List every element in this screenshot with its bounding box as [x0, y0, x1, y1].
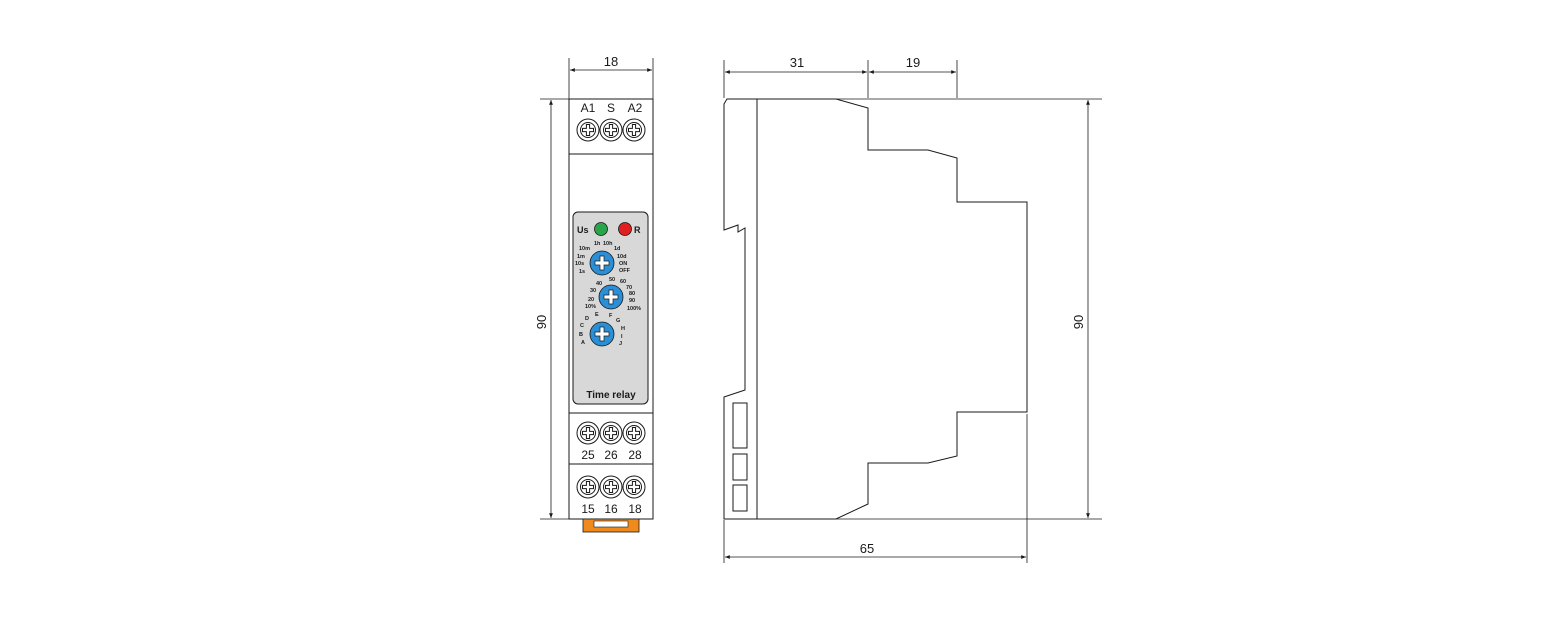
screw-icon [576, 118, 600, 142]
knob1-label: 1d [614, 246, 620, 252]
screw-icon [599, 475, 623, 499]
terminal-label: A2 [628, 101, 643, 115]
panel-title: Time relay [586, 390, 636, 401]
terminal-label: 18 [628, 502, 642, 516]
knob3-label: H [621, 326, 625, 332]
depth-dimension-label: 65 [860, 541, 874, 556]
screw-icon [622, 118, 646, 142]
knob1-label: 10m [579, 246, 590, 252]
screw-terminal-row-middle [576, 421, 646, 445]
knob2-label: 40 [596, 281, 602, 287]
knob2-label: 30 [590, 288, 596, 294]
knob3-label: F [609, 313, 613, 319]
terminal-label: S [607, 101, 615, 115]
knob1-label: 1s [579, 269, 585, 275]
led-us-label: Us [577, 225, 589, 235]
housing-outline [756, 98, 1028, 520]
knob3-label: C [580, 323, 584, 329]
terminal-label: 16 [604, 502, 618, 516]
din-clip-outline [723, 98, 757, 520]
knob3-label: D [585, 316, 589, 322]
terminal-label: 25 [581, 448, 595, 462]
height-dimension-label: 90 [534, 315, 549, 329]
knob1-label: OFF [619, 268, 631, 274]
terminal-label: 15 [581, 502, 595, 516]
dimension-label-31: 31 [790, 55, 804, 70]
tab-slot [593, 520, 629, 528]
knob1-label: 1m [577, 254, 585, 260]
knob3-label: J [619, 341, 622, 347]
knob2-label: 20 [588, 297, 594, 303]
knob2-label: 50 [609, 277, 615, 283]
side-view: 31 19 90 65 [723, 55, 1102, 563]
screw-icon [622, 421, 646, 445]
percentage-knob[interactable] [598, 284, 624, 310]
knob3-label: A [581, 340, 585, 346]
knob2-label: 10% [585, 304, 596, 310]
relay-led-icon [618, 222, 632, 236]
knob-cross-icon [603, 289, 619, 305]
screw-icon [576, 475, 600, 499]
knob-cross-icon [594, 326, 610, 342]
power-led-icon [594, 222, 608, 236]
terminal-label: 26 [604, 448, 618, 462]
knob2-label: 60 [620, 279, 626, 285]
screw-terminal-row-top [576, 118, 646, 142]
knob-cross-icon [594, 255, 610, 271]
knob1-label: ON [619, 261, 627, 267]
knob2-label: 80 [629, 291, 635, 297]
knob3-label: G [616, 318, 620, 324]
terminal-label: A1 [581, 101, 596, 115]
knob1-label: 10d [617, 254, 626, 260]
function-knob[interactable] [589, 321, 615, 347]
side-height-dimension-label: 90 [1071, 315, 1086, 329]
screw-icon [576, 421, 600, 445]
knob2-label: 90 [629, 298, 635, 304]
knob1-label: 1h [594, 241, 601, 247]
knob3-label: B [579, 332, 583, 338]
front-view: 18 90 A1 S A2 [534, 54, 654, 533]
time-range-knob[interactable] [589, 250, 615, 276]
screw-icon [622, 475, 646, 499]
width-dimension-label: 18 [604, 54, 618, 69]
screw-icon [599, 421, 623, 445]
clip-slot [732, 484, 748, 512]
dimension-label-19: 19 [906, 55, 920, 70]
knob1-label: 10s [575, 261, 584, 267]
knob3-label: E [595, 312, 599, 318]
knob2-label: 100% [627, 306, 641, 312]
screw-terminal-row-bottom [576, 475, 646, 499]
knob2-label: 70 [626, 285, 632, 291]
clip-slot [732, 402, 748, 449]
screw-icon [599, 118, 623, 142]
knob1-label: 10h [603, 241, 613, 247]
knob3-label: I [621, 334, 623, 340]
led-r-label: R [634, 225, 641, 235]
terminal-label: 28 [628, 448, 642, 462]
clip-slot [732, 453, 748, 481]
